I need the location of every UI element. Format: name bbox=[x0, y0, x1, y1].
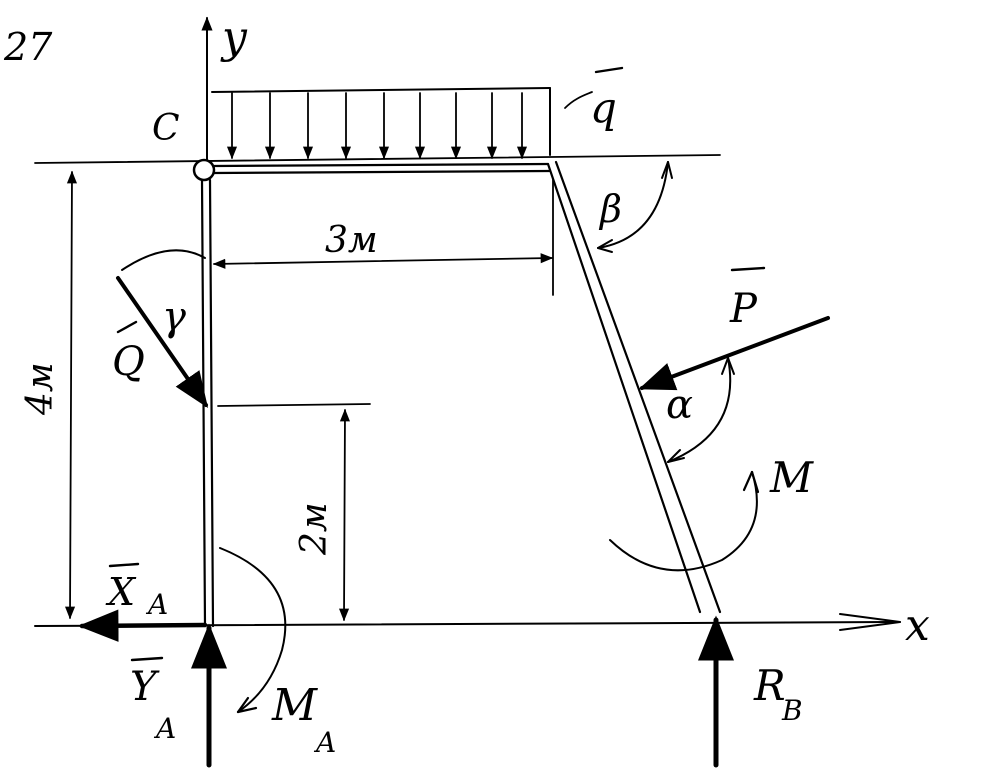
force-p-label: P bbox=[729, 286, 758, 332]
force-q-label: Q bbox=[112, 339, 145, 385]
angle-gamma-arc bbox=[121, 249, 206, 271]
reaction-ya-subscript: A bbox=[153, 712, 176, 745]
y-axis-label: y bbox=[220, 12, 248, 63]
top-reference-line bbox=[34, 154, 721, 164]
reaction-xa-subscript: A bbox=[145, 588, 168, 621]
distributed-load bbox=[211, 87, 551, 160]
moment-m-label: M bbox=[769, 453, 814, 502]
force-q-arrowbar bbox=[116, 320, 138, 334]
load-q-leader bbox=[564, 91, 593, 109]
reaction-xa-bar bbox=[108, 562, 140, 568]
dim-2m-label: 2м bbox=[294, 502, 335, 556]
moment-ma-subscript: A bbox=[313, 726, 336, 759]
reaction-rb-subscript: B bbox=[781, 694, 803, 727]
reaction-xa-arrow bbox=[77, 609, 208, 642]
dim-4m-line bbox=[65, 170, 77, 620]
force-p-arrow bbox=[638, 316, 830, 391]
angle-alpha-arc bbox=[667, 357, 732, 463]
reaction-ya-bar bbox=[130, 656, 164, 662]
x-axis-arrow-lower bbox=[839, 621, 901, 631]
angle-beta-arc bbox=[597, 161, 669, 249]
inclined-member-line-1 bbox=[546, 162, 702, 614]
force-p-bar bbox=[730, 266, 766, 272]
inclined-member-line-2 bbox=[554, 160, 722, 614]
reaction-xa-label: X bbox=[105, 570, 137, 614]
angle-gamma-label: γ bbox=[162, 294, 186, 340]
point-c-label: C bbox=[152, 108, 180, 149]
dim-2m-extension bbox=[217, 403, 371, 407]
top-beam-line-2 bbox=[212, 169, 551, 175]
angle-beta-label: β bbox=[598, 187, 622, 231]
load-q-bar bbox=[594, 66, 624, 74]
x-axis-label: x bbox=[905, 600, 930, 651]
dim-3m-line bbox=[212, 253, 554, 269]
moment-ma-arc bbox=[219, 547, 287, 713]
left-column-line-2 bbox=[208, 178, 215, 628]
dim-4m-label: 4м bbox=[20, 362, 61, 416]
top-beam-line-1 bbox=[212, 162, 550, 168]
moment-ma-label: M bbox=[271, 680, 318, 731]
angle-alpha-label: α bbox=[666, 382, 693, 428]
reaction-rb-label: R bbox=[753, 661, 786, 710]
hinge-c bbox=[192, 158, 216, 182]
force-q-arrow bbox=[116, 276, 209, 408]
moment-m-arc bbox=[609, 471, 758, 572]
problem-number: 27 bbox=[3, 25, 53, 69]
dim-2m-line bbox=[339, 408, 350, 622]
reaction-ya-label: Y bbox=[130, 664, 160, 710]
dim-3m-label: 3м bbox=[325, 220, 378, 261]
x-axis-arrow-upper bbox=[839, 613, 901, 623]
load-q-label: q bbox=[590, 83, 617, 132]
